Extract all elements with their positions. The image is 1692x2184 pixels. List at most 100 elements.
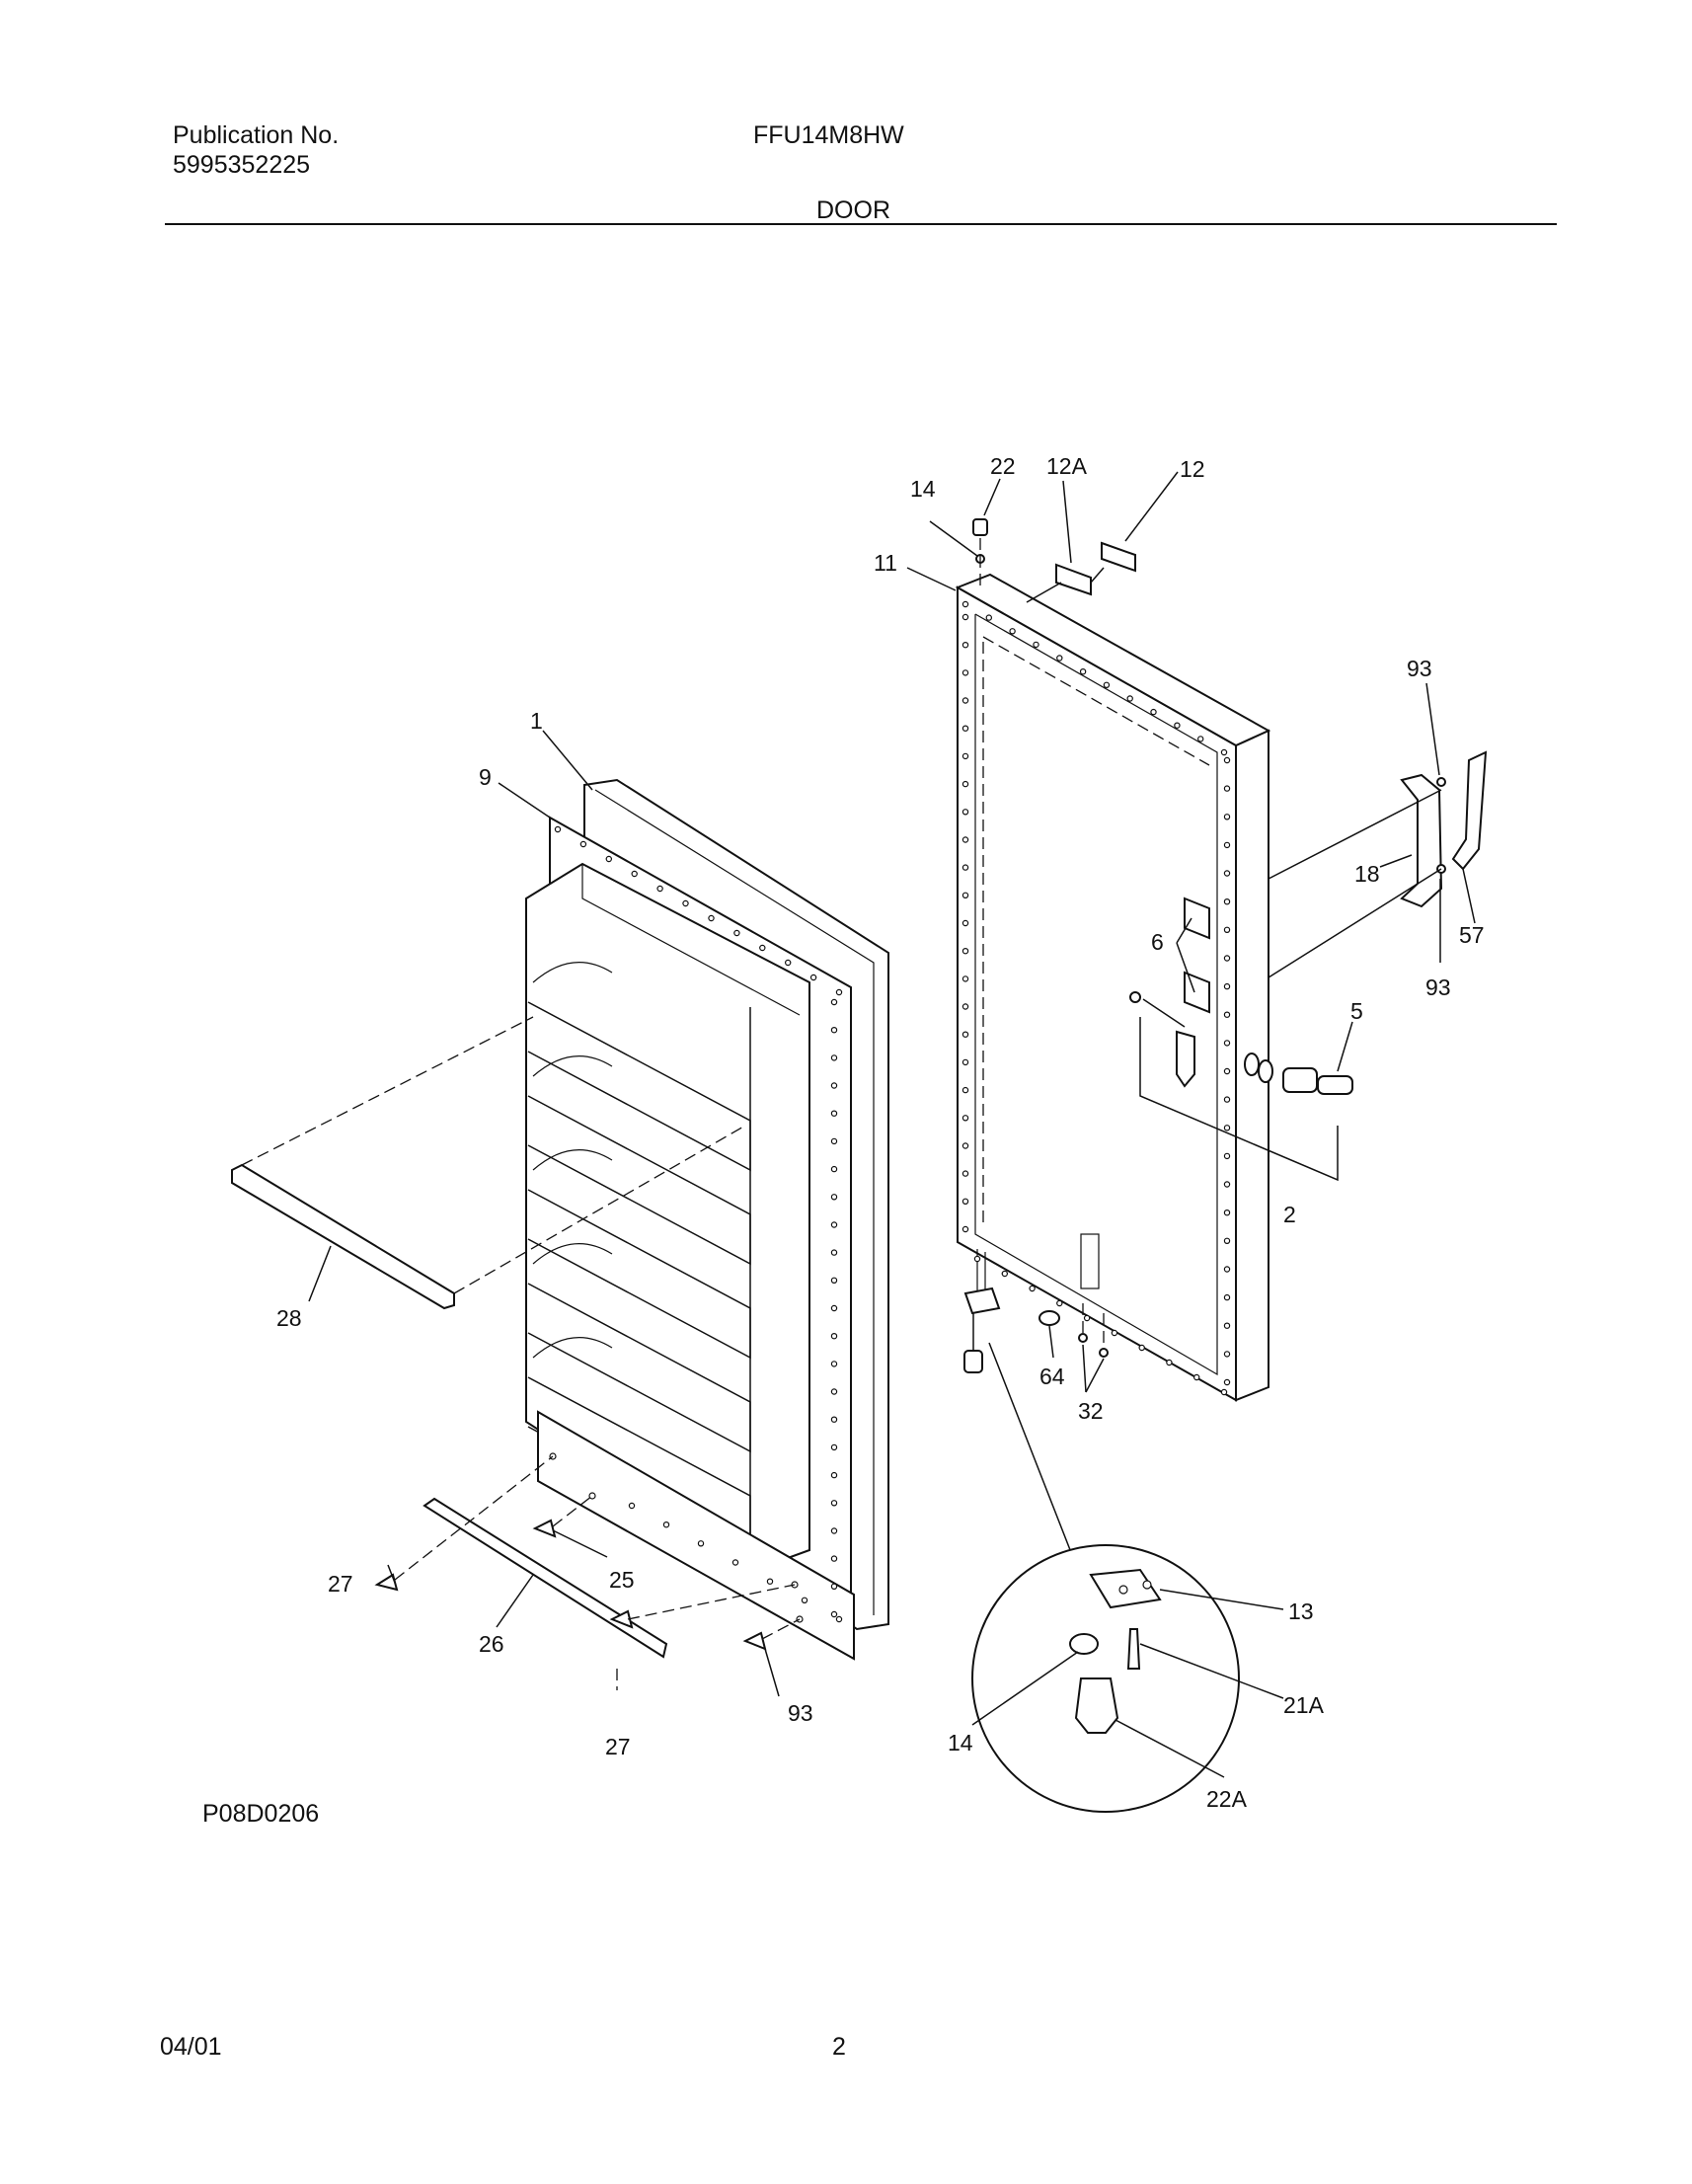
shelf-rail [374,1452,804,1690]
callout-32: 32 [1078,1398,1104,1424]
screw-hole [785,959,792,967]
screw-hole [1223,1293,1231,1301]
callout-22: 22 [990,453,1016,479]
callout-64: 64 [1039,1364,1065,1389]
callout-12: 12 [1180,456,1205,482]
screw-hole [830,1082,838,1089]
screw-hole [1223,1266,1231,1273]
inner-door-liner [525,816,855,1661]
callout-93-top: 93 [1407,656,1432,681]
screw-hole [830,1026,838,1034]
screw-hole [961,1225,969,1233]
screw-hole [1223,1351,1231,1358]
screw-hole [1220,748,1228,756]
screw-hole [961,642,969,649]
screw-hole [1174,722,1181,729]
footer-date: 04/01 [160,2033,222,2061]
screw-hole [830,1555,838,1562]
callout-2: 2 [1283,1202,1296,1227]
model-number: FFU14M8HW [753,121,904,149]
screw-hole [830,1304,838,1312]
leader-lines [308,471,1476,1778]
screw-hole [1111,1329,1118,1337]
screw-hole [961,948,969,955]
screw-hole [1223,1237,1231,1245]
screw-hole [961,697,969,704]
screw-hole [961,1031,969,1038]
screw-hole [961,1003,969,1010]
publication-label: Publication No. [173,121,340,149]
screw-hole [1150,708,1157,716]
screw-hole [697,1540,705,1547]
lock-assembly [1129,897,1353,1182]
callout-14-detail: 14 [948,1730,973,1755]
screw-hole [830,1054,838,1061]
screw-hole [835,988,843,996]
screw-hole [830,1332,838,1340]
header-rule [165,223,1557,225]
callout-22a: 22A [1206,1786,1248,1812]
door-labels-12 [1026,541,1136,603]
screw-hole [961,1198,969,1206]
screw-hole [961,836,969,843]
diagram-code: P08D0206 [202,1800,319,1828]
screw-hole [973,1255,981,1263]
screw-hole [1223,926,1231,934]
screw-hole [961,892,969,899]
screw-hole [830,1165,838,1173]
callout-93-bottom: 93 [788,1700,813,1726]
screw-hole [961,752,969,760]
callout-25: 25 [609,1567,635,1593]
screw-hole [961,1170,969,1177]
callout-12a: 12A [1046,453,1088,479]
screw-hole [809,974,817,981]
screw-hole [631,870,638,878]
callout-5: 5 [1350,998,1363,1024]
callout-13: 13 [1288,1599,1314,1624]
screw-hole [961,725,969,732]
callout-27-left: 27 [328,1571,353,1597]
bottom-hinge-parts [963,1287,1109,1561]
screw-hole [961,809,969,816]
screw-hole [961,613,969,621]
screw-hole [1001,1270,1009,1278]
screw-hole [961,780,969,788]
liner-screw-holes [554,825,843,1623]
screw-hole [656,885,663,893]
screw-hole [830,1221,838,1228]
screw-hole [830,1361,838,1367]
callout-27-bottom: 27 [605,1734,631,1759]
screw-hole [985,614,993,621]
callout-9: 9 [479,764,492,790]
callout-28: 28 [276,1305,302,1331]
screw-hole [961,600,969,608]
screw-hole [1223,1067,1231,1075]
screw-hole [1126,695,1133,702]
screw-hole [830,1277,838,1285]
screw-hole [708,914,715,922]
screw-hole [1079,668,1087,675]
screw-hole [830,1388,838,1395]
panel-screw-holes [961,600,1231,1396]
screw-hole [1009,628,1016,635]
screw-hole [961,669,969,676]
screw-hole [830,1471,838,1479]
screw-hole [1056,655,1063,662]
screw-hole [830,1443,838,1451]
screw-hole [1223,1125,1231,1131]
screw-hole [830,1249,838,1256]
callout-93-mid: 93 [1425,975,1451,1000]
hinge-pin-top [972,518,988,587]
screw-hole [1223,814,1231,820]
screw-hole [1056,1299,1063,1307]
screw-hole [830,1110,838,1117]
screw-hole [961,1142,969,1149]
callout-6: 6 [1151,929,1164,955]
footer-page-number: 2 [832,2033,846,2061]
callout-labels: 22 14 12A 12 11 93 1 9 18 57 6 93 5 2 28… [202,453,1485,1828]
screw-hole [731,1559,739,1566]
detail-magnifier [971,1544,1240,1813]
screw-hole [1220,1388,1228,1396]
screw-hole [835,1615,843,1623]
